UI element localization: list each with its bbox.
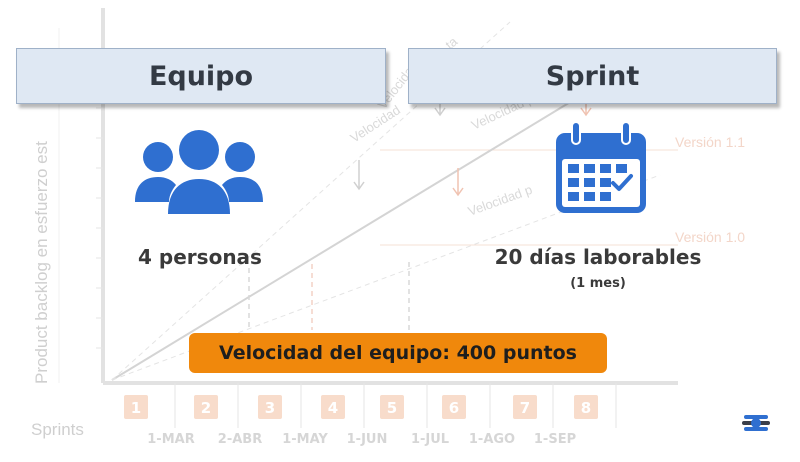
projection-drops [248, 262, 410, 330]
svg-text:4: 4 [328, 399, 338, 417]
svg-text:2: 2 [201, 399, 211, 417]
people-group-icon [135, 130, 263, 214]
sprint-box: 5 [380, 395, 404, 419]
svg-text:7: 7 [520, 399, 530, 417]
version-1-0-label: Versión 1.0 [675, 229, 745, 245]
date-labels: 1-MAR 2-ABR 1-MAY 1-JUN 1-JUL 1-AGO 1-SE… [147, 432, 576, 447]
velocity-banner: Velocidad del equipo: 400 puntos [189, 333, 607, 373]
date-label: 2-ABR [218, 432, 262, 447]
calendar-icon [556, 121, 646, 213]
brand-logo-icon [742, 415, 770, 431]
svg-text:3: 3 [265, 399, 275, 417]
y-axis-label: Product backlog en esfuerzo est [32, 141, 51, 384]
velocity-label-4: Velocidad p [466, 182, 534, 219]
sprint-length-subtext: (1 mes) [570, 276, 626, 291]
sprint-card: Sprint [408, 48, 777, 104]
sprint-box: 1 [124, 395, 148, 419]
date-label: 1-AGO [469, 432, 515, 447]
date-label: 1-SEP [534, 432, 576, 447]
y-axis-ticks [96, 107, 103, 349]
sprint-box: 8 [574, 395, 598, 419]
sprint-box: 2 [194, 395, 218, 419]
date-label: 1-MAY [282, 432, 328, 447]
sprint-box: 3 [258, 395, 282, 419]
date-label: 1-JUL [411, 432, 449, 447]
date-label: 1-JUN [347, 432, 388, 447]
date-label: 1-MAR [147, 432, 194, 447]
velocity-banner-text: Velocidad del equipo: 400 puntos [219, 342, 577, 364]
svg-text:1: 1 [131, 399, 141, 417]
x-axis-ticks [174, 383, 617, 428]
down-arrows [353, 100, 592, 197]
sprint-boxes: 1 2 3 4 5 6 7 8 [124, 395, 598, 419]
team-card: Equipo [16, 48, 386, 104]
svg-text:6: 6 [449, 399, 459, 417]
sprint-box: 6 [442, 395, 466, 419]
sprint-box: 4 [321, 395, 345, 419]
svg-text:8: 8 [581, 399, 591, 417]
svg-text:5: 5 [387, 399, 397, 417]
version-1-1-label: Versión 1.1 [675, 134, 745, 150]
sprint-card-title: Sprint [545, 60, 640, 92]
velocity-label-1: Velocidad [347, 102, 402, 145]
sprint-length-text: 20 días laborables [494, 245, 702, 269]
sprint-box: 7 [513, 395, 537, 419]
team-count-text: 4 personas [138, 245, 262, 269]
team-card-title: Equipo [148, 60, 254, 92]
velocity-line-main [111, 83, 601, 381]
x-axis-label: Sprints [31, 420, 84, 439]
